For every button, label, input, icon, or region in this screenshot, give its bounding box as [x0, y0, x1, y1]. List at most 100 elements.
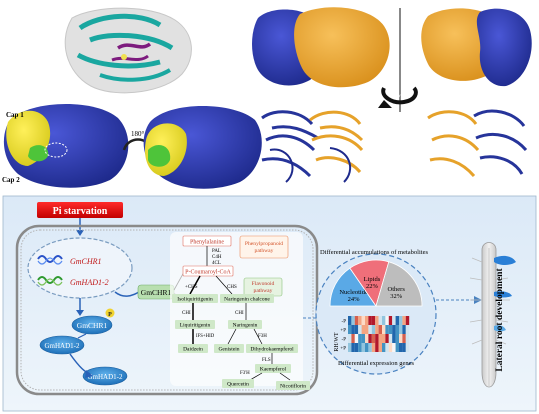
lateral-root-1: [494, 255, 516, 265]
heatmap-cell: [405, 325, 410, 334]
heatmap-row-label: -P: [342, 338, 347, 343]
heatmap-cell: [351, 343, 355, 352]
pie-label-lipids: Lipids: [364, 276, 381, 283]
phospho-label: P: [108, 312, 112, 318]
heatmap-cell: [371, 334, 376, 343]
pie-label-nucleotide: Nucleotide: [339, 289, 368, 296]
naringenin-chalcone-label: Naringenin chalcone: [224, 297, 270, 303]
chs-right-label: CHS: [227, 285, 237, 290]
heatmap-cell: [375, 343, 379, 352]
quercetin-label: Quercetin: [227, 382, 249, 388]
heatmap-caption: Differential expression genes: [338, 360, 415, 367]
heatmap-cell: [375, 334, 379, 343]
heatmap-cell: [388, 316, 393, 325]
root-label: Lateral root development: [495, 268, 505, 372]
heatmap-cell: [368, 325, 372, 334]
heatmap-cell: [399, 325, 403, 334]
ifs-hid-label: IFS+HID: [196, 334, 215, 339]
heatmap-cell: [399, 334, 403, 343]
phospho-circle: [105, 308, 115, 318]
f3h-label: F3H: [258, 334, 267, 339]
heatmap-cell: [361, 343, 365, 352]
heatmap-cell: [399, 316, 403, 325]
surface-right-view: [143, 106, 262, 189]
chi-right-label: CHI: [235, 311, 244, 316]
dna-icon-2: [37, 276, 63, 284]
heatmap-cell: [375, 325, 379, 334]
heatmap-cell: [395, 343, 399, 352]
heatmap-cell: [402, 316, 406, 325]
heatmap-cell: [351, 316, 355, 325]
heatmap-cell: [348, 334, 352, 343]
protein-ribbon-structure: [64, 7, 192, 94]
heatmap-cell: [375, 316, 379, 325]
heatmap-cell: [392, 316, 396, 325]
f3prime-h-label: F3'H: [240, 371, 250, 376]
heatmap-cell: [378, 343, 382, 352]
nicotiflorin-label: Nicotiflorin: [280, 383, 306, 390]
heatmap-cell: [388, 334, 393, 343]
heatmap-cell: [361, 316, 365, 325]
nucleus: [27, 237, 133, 299]
protein-had-ellipse: [82, 366, 128, 386]
heatmap-cell: [358, 325, 362, 334]
gene-had-label: GmHAD1-2: [70, 278, 109, 287]
pie-pct-others: 32%: [390, 293, 403, 300]
isoliquiritigenin-label: Isoliquiritigenin: [177, 297, 213, 303]
dimer-ribbon-left: [261, 110, 364, 183]
heatmap-cell: [395, 325, 399, 334]
heatmap-cell: [385, 334, 389, 343]
heatmap-cell: [382, 334, 386, 343]
heatmap-cell: [388, 343, 393, 352]
heatmap-cell: [378, 316, 382, 325]
gene-chr1-label: GmCHR1: [70, 257, 102, 266]
heatmap-cell: [388, 325, 393, 334]
heatmap-cell: [392, 334, 396, 343]
coumaroyl-label: P-Coumaroyl-CoA: [185, 270, 231, 276]
lateral-root-2: [494, 291, 512, 298]
expression-heatmap: -P +P -P +P: [340, 316, 410, 352]
daidzein-label: Daidzein: [183, 347, 203, 353]
dimer-surface-right: [421, 8, 532, 87]
genistein-label: Genistein: [218, 347, 239, 353]
heatmap-row-label: -P: [342, 320, 347, 325]
protein-had-p-label: GmHAD1-2: [45, 342, 80, 350]
surface-left-view: [3, 103, 129, 188]
heatmap-y-title: RH/WT: [334, 332, 340, 352]
heatmap-cell: [371, 316, 376, 325]
heatmap-cell: [354, 334, 359, 343]
heatmap-cell: [382, 343, 386, 352]
protein-chr1-label: GmCHR1: [77, 321, 108, 330]
heatmap-cell: [402, 343, 406, 352]
heatmap-cell: [365, 334, 369, 343]
heatmap-row-label: +P: [340, 347, 346, 352]
heatmap-cell: [368, 316, 372, 325]
chi-left-label: CHI: [182, 311, 191, 316]
heatmap-cell: [348, 343, 352, 352]
heatmap-row-label: +P: [340, 329, 346, 334]
heatmap-cell: [392, 343, 396, 352]
pal-label: PAL: [212, 249, 221, 254]
heatmap-cell: [361, 334, 365, 343]
protein-had-label: GmHAD1-2: [88, 373, 123, 381]
dimer-surface-left: [252, 7, 390, 88]
heatmap-cell: [365, 325, 369, 334]
pie-slice-others: [375, 261, 423, 307]
heatmap-cell: [351, 325, 355, 334]
heatmap-cell: [354, 316, 359, 325]
heatmap-cell: [358, 343, 362, 352]
heatmap-cell: [405, 343, 410, 352]
heatmap-cell: [354, 325, 359, 334]
heatmap-cell: [358, 316, 362, 325]
fls-label: FLS: [262, 358, 271, 363]
pi-starvation-label: Pi starvation: [53, 206, 108, 217]
pie-label-others: Others: [388, 286, 406, 293]
rotation-label-left: 180°: [131, 130, 145, 138]
protein-chr1-ellipse: [71, 315, 113, 335]
root-illustration: [469, 242, 516, 388]
heatmap-cell: [378, 325, 382, 334]
kaempferol-label: Kaempferol: [260, 366, 287, 373]
